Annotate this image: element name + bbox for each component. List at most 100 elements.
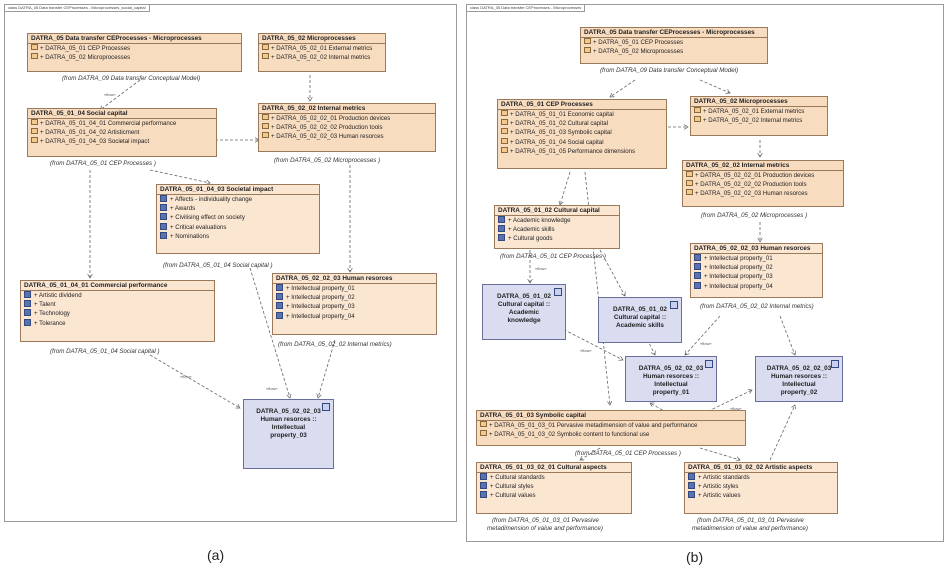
package-icon (686, 180, 693, 187)
attribute-row[interactable]: + Artistic styles (685, 482, 837, 491)
attribute-row[interactable]: + Cultural styles (477, 482, 631, 491)
package-item[interactable]: + DATRA_05_01 CEP Processes (581, 38, 767, 47)
attribute-row[interactable]: + Intellectual property_04 (273, 311, 436, 321)
package-cep-processes-b[interactable]: DATRA_05_01 CEP Processes + DATRA_05_01_… (497, 99, 667, 169)
attribute-row[interactable]: + Talent (21, 300, 214, 309)
attribute-row[interactable]: + Artistic standards (685, 473, 837, 482)
instance-value: property_03 (270, 432, 307, 439)
package-icon (31, 119, 38, 125)
class-title: DATRA_05_02_02_03 Human resorces (691, 244, 822, 254)
package-item[interactable]: + DATRA_05_01_04_03 Societal impact (28, 137, 216, 146)
attribute-icon (160, 195, 167, 202)
package-title: DATRA_05_02 Microprocesses (259, 34, 385, 44)
attribute-icon (276, 311, 283, 319)
package-item[interactable]: + DATRA_05_02_02_02 Production tools (259, 123, 435, 132)
attribute-row[interactable]: + Technology (21, 309, 214, 318)
package-item[interactable]: + DATRA_05_01_03 Symbolic capital (498, 128, 666, 137)
attribute-row[interactable]: + Artistic values (685, 491, 837, 500)
attribute-row[interactable]: + Intellectual property_01 (273, 284, 436, 293)
package-item[interactable]: + DATRA_05_01_04 Social capital (498, 137, 666, 147)
attribute-row[interactable]: + Critical evaluations (157, 222, 319, 232)
attribute-icon (688, 482, 695, 490)
package-transfer-b[interactable]: DATRA_05 Data transfer CEProcesses - Mic… (580, 27, 768, 64)
package-item[interactable]: + DATRA_05_02_01 External metrics (691, 107, 827, 116)
attribute-row[interactable]: + Intellectual property_03 (273, 302, 436, 311)
package-item[interactable]: + DATRA_05_02 Microprocesses (28, 53, 241, 62)
instance-value: property_02 (780, 389, 818, 396)
package-item[interactable]: + DATRA_05_01_04_01 Commercial performan… (28, 119, 216, 128)
attribute-row[interactable]: + Intellectual property_04 (691, 281, 822, 291)
attribute-row[interactable]: + Cultural values (477, 491, 631, 500)
instance-ip02-b[interactable]: DATRA_05_02_02_03 Human resorces :: Inte… (755, 356, 843, 402)
stereo-b-1: «flow» (535, 266, 547, 271)
attribute-row[interactable]: + Civilising effect on society (157, 213, 319, 222)
stereo-a-3: «flow» (266, 386, 278, 391)
attribute-row[interactable]: + Awards (157, 204, 319, 213)
attribute-row[interactable]: + Artistic dividend (21, 291, 214, 300)
package-item[interactable]: + DATRA_05_02 Microprocesses (581, 47, 767, 56)
stereo-b-2: «flow» (580, 348, 592, 353)
package-item[interactable]: + DATRA_05_01_05 Performance dimensions (498, 146, 666, 156)
attribute-row[interactable]: + Nominations (157, 231, 319, 241)
attribute-icon (276, 293, 283, 301)
attribute-row[interactable]: + Intellectual property_02 (691, 263, 822, 272)
package-item[interactable]: + DATRA_05_01_01 Economic capital (498, 110, 666, 119)
package-item[interactable]: + DATRA_05_02_02 Internal metrics (691, 116, 827, 125)
package-item[interactable]: + DATRA_05_02_02 Internal metrics (259, 53, 385, 62)
instance-icon (705, 360, 713, 368)
instance-ip03-a[interactable]: DATRA_05_02_02_03 Human resorces :: Inte… (243, 399, 334, 469)
class-cultural-capital-b[interactable]: DATRA_05_01_02 Cultural capital + Academ… (494, 205, 620, 249)
class-human-resorces-a[interactable]: DATRA_05_02_02_03 Human resorces + Intel… (272, 273, 437, 335)
attribute-row[interactable]: + Cultural standards (477, 473, 631, 482)
attribute-icon (160, 204, 167, 212)
class-artistic-aspects-b[interactable]: DATRA_05_01_03_02_02 Artistic aspects + … (684, 462, 838, 514)
attribute-row[interactable]: + Intellectual property_01 (691, 254, 822, 263)
package-item[interactable]: + DATRA_05_02_02_02 Production tools (683, 180, 843, 189)
attribute-row[interactable]: + Intellectual property_03 (691, 272, 822, 281)
instance-academic-knowledge-b[interactable]: DATRA_05_01_02 Cultural capital :: Acade… (482, 284, 566, 340)
attribute-row[interactable]: + Academic knowledge (495, 216, 619, 225)
package-item[interactable]: + DATRA_05_02_02_03 Human resorces (683, 189, 843, 198)
package-item[interactable]: + DATRA_05_01_03_02 Symbolic content to … (477, 430, 745, 439)
package-symbolic-capital-b[interactable]: DATRA_05_01_03 Symbolic capital + DATRA_… (476, 410, 746, 446)
flow-a-8 (149, 354, 240, 408)
package-internal-metrics-b[interactable]: DATRA_05_02_02 Internal metrics + DATRA_… (682, 160, 844, 207)
from-note: (from DATRA_05_01_03_01 Pervasive (697, 517, 804, 524)
package-item[interactable]: + DATRA_05_01_04_02 Artisticment (28, 128, 216, 137)
package-item[interactable]: + DATRA_05_02_02_03 Human resorces (259, 132, 435, 141)
package-icon (686, 189, 693, 196)
class-title: DATRA_05_01_03_02_02 Artistic aspects (685, 463, 837, 473)
instance-ip01-b[interactable]: DATRA_05_02_02_03 Human resorces :: Inte… (625, 356, 717, 402)
package-title: DATRA_05_02 Microprocesses (691, 97, 827, 107)
package-microprocesses-a[interactable]: DATRA_05_02 Microprocesses + DATRA_05_02… (258, 33, 386, 72)
attribute-row[interactable]: + Tolerance (21, 318, 214, 328)
class-commercial-performance-a[interactable]: DATRA_05_01_04_01 Commercial performance… (20, 280, 215, 342)
attribute-row[interactable]: + Affects - individuality change (157, 195, 319, 204)
package-item[interactable]: + DATRA_05_02_02_01 Production devices (683, 171, 843, 180)
instance-academic-skills-b[interactable]: DATRA_05_01_02 Cultural capital :: Acade… (598, 297, 682, 343)
from-note: (from DATRA_05_01_04 Social capital ) (163, 262, 273, 269)
class-cultural-aspects-b[interactable]: DATRA_05_01_03_02_01 Cultural aspects + … (476, 462, 632, 514)
package-item[interactable]: + DATRA_05_02_02_01 Production devices (259, 114, 435, 123)
package-internal-metrics-a[interactable]: DATRA_05_02_02 Internal metrics + DATRA_… (258, 103, 436, 152)
from-note: metadimension of value and performance) (692, 525, 808, 532)
package-item[interactable]: + DATRA_05_02_01 External metrics (259, 44, 385, 53)
class-title: DATRA_05_02_02_03 Human resorces (273, 274, 436, 284)
attribute-icon (688, 473, 695, 480)
attribute-icon (498, 225, 505, 233)
class-societal-impact-a[interactable]: DATRA_05_01_04_03 Societal impact + Affe… (156, 184, 320, 254)
package-item[interactable]: + DATRA_05_01_03_01 Pervasive metadimens… (477, 421, 745, 430)
package-item[interactable]: + DATRA_05_01 CEP Processes (28, 44, 241, 53)
attribute-icon (694, 263, 701, 271)
attribute-row[interactable]: + Intellectual property_02 (273, 293, 436, 302)
package-social-capital-a[interactable]: DATRA_05_01_04 Social capital + DATRA_05… (27, 108, 217, 157)
package-icon (501, 119, 508, 126)
package-transfer-a[interactable]: DATRA_05 Data transfer CEProcesses - Mic… (27, 33, 242, 72)
package-item[interactable]: + DATRA_05_01_02 Cultural capital (498, 119, 666, 128)
attribute-row[interactable]: + Academic skills (495, 225, 619, 234)
class-human-resorces-b[interactable]: DATRA_05_02_02_03 Human resorces + Intel… (690, 243, 823, 298)
attribute-row[interactable]: + Cultural goods (495, 234, 619, 243)
package-microprocesses-b[interactable]: DATRA_05_02 Microprocesses + DATRA_05_02… (690, 96, 828, 136)
stereo-a-2: «flow» (180, 374, 192, 379)
